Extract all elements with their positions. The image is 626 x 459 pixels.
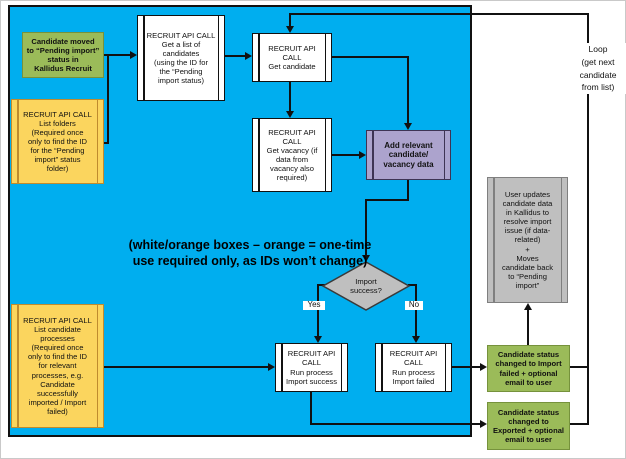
connector-statusfailed-to-loop (570, 366, 589, 368)
node-list-folders: RECRUIT API CALL List folders (Required … (11, 99, 104, 184)
connector-getcandidate-to-getvacancy (289, 82, 291, 112)
arrowhead (286, 111, 294, 118)
stripe (258, 34, 260, 81)
node-text: RECRUIT API CALL Get vacancy (if data fr… (266, 127, 318, 183)
node-text: Add relevant candidate/ vacancy data (383, 140, 434, 169)
stripe (143, 16, 145, 100)
stripe (381, 344, 383, 391)
node-text: RECRUIT API CALL Get candidate (268, 43, 316, 72)
label-yes: Yes (303, 300, 325, 310)
diamond-shape (321, 261, 411, 311)
node-get-list: RECRUIT API CALL Get a list of candidate… (137, 15, 225, 101)
node-get-candidate: RECRUIT API CALL Get candidate (252, 33, 332, 82)
connector-runsuccess-to-exported (310, 423, 481, 425)
arrowhead (286, 26, 294, 33)
stripe (324, 34, 326, 81)
label-no: No (405, 300, 423, 310)
node-text: Candidate status changed to Import faile… (495, 350, 562, 387)
connector-add-to-diamond-v2 (365, 199, 367, 256)
node-text: RECRUIT API CALL Get a list of candidate… (146, 30, 216, 86)
node-text: RECRUIT API CALL List folders (Required … (23, 109, 92, 174)
connector-add-to-diamond-h (365, 199, 409, 201)
arrowhead (480, 420, 487, 428)
connector-folders-h (104, 142, 109, 144)
arrowhead (524, 303, 532, 310)
connector-getvacancy-to-add (332, 154, 360, 156)
connector-yes-h (317, 284, 325, 286)
node-candidate-moved: Candidate moved to “Pending import” stat… (22, 32, 104, 78)
connector-processes-to-runsuccess (104, 366, 269, 368)
arrowhead (314, 336, 322, 343)
connector-getlist-to-getcandidate (225, 55, 246, 57)
node-text: Candidate status changed to Exported + o… (492, 407, 565, 445)
connector-add-to-diamond-v1 (407, 180, 409, 201)
stripe (444, 344, 446, 391)
stripe (217, 16, 219, 100)
stripe (324, 119, 326, 191)
node-run-process-failed: RECRUIT API CALL Run process Import fail… (375, 343, 452, 392)
node-add-relevant-data: Add relevant candidate/ vacancy data (366, 130, 451, 180)
arrowhead (362, 255, 370, 262)
arrowhead (268, 363, 275, 371)
connector-no-v (415, 284, 417, 336)
node-status-import-failed: Candidate status changed to Import faile… (487, 345, 570, 392)
node-user-updates: User updates candidate data in Kallidus … (487, 177, 568, 303)
node-run-process-success: RECRUIT API CALL Run process Import succ… (275, 343, 348, 392)
stripe (560, 178, 562, 302)
node-text: Candidate moved to “Pending import” stat… (26, 36, 100, 74)
node-text: Import success? (350, 276, 382, 295)
connector-exported-to-loop (570, 423, 589, 425)
node-list-processes: RECRUIT API CALL List candidate processe… (11, 304, 104, 428)
stripe (17, 100, 19, 183)
connector-no-h (408, 284, 417, 286)
connector-runsuccess-down (310, 392, 312, 425)
arrowhead (412, 336, 420, 343)
connector-statusfailed-to-userupdates (527, 309, 529, 345)
annotation-orange-boxes: (white/orange boxes – orange = one-time … (128, 238, 372, 268)
node-text: RECRUIT API CALL List candidate processe… (23, 315, 92, 416)
connector-yes-v (317, 284, 319, 336)
stripe (493, 178, 495, 302)
stripe (340, 344, 342, 391)
arrowhead (480, 363, 487, 371)
connector-getcandidate-to-add-v (407, 56, 409, 124)
label-loop: Loop (get next candidate from list) (570, 43, 626, 94)
connector-folders-v (107, 55, 109, 143)
node-get-vacancy: RECRUIT API CALL Get vacancy (if data fr… (252, 118, 332, 192)
node-import-success-decision: Import success? (321, 261, 411, 311)
connector-candidate-to-getlist (104, 54, 131, 56)
node-text: RECRUIT API CALL Run process Import fail… (389, 349, 438, 386)
arrowhead (130, 51, 137, 59)
stripe (372, 131, 374, 179)
node-text: RECRUIT API CALL Run process Import succ… (285, 349, 338, 386)
arrowhead (404, 123, 412, 130)
arrowhead (359, 151, 366, 159)
stripe (96, 100, 98, 183)
stripe (17, 305, 19, 427)
connector-loop-down (289, 13, 291, 27)
node-text: User updates candidate data in Kallidus … (501, 189, 554, 290)
stripe (443, 131, 445, 179)
connector-loop-v (587, 13, 589, 425)
arrowhead (245, 52, 252, 60)
stripe (281, 344, 283, 391)
connector-getcandidate-to-add-h (332, 56, 409, 58)
connector-loop-top (289, 13, 589, 15)
connector-runfailed-to-statusfailed (452, 366, 480, 368)
node-status-exported: Candidate status changed to Exported + o… (487, 402, 570, 450)
stripe (258, 119, 260, 191)
stripe (96, 305, 98, 427)
